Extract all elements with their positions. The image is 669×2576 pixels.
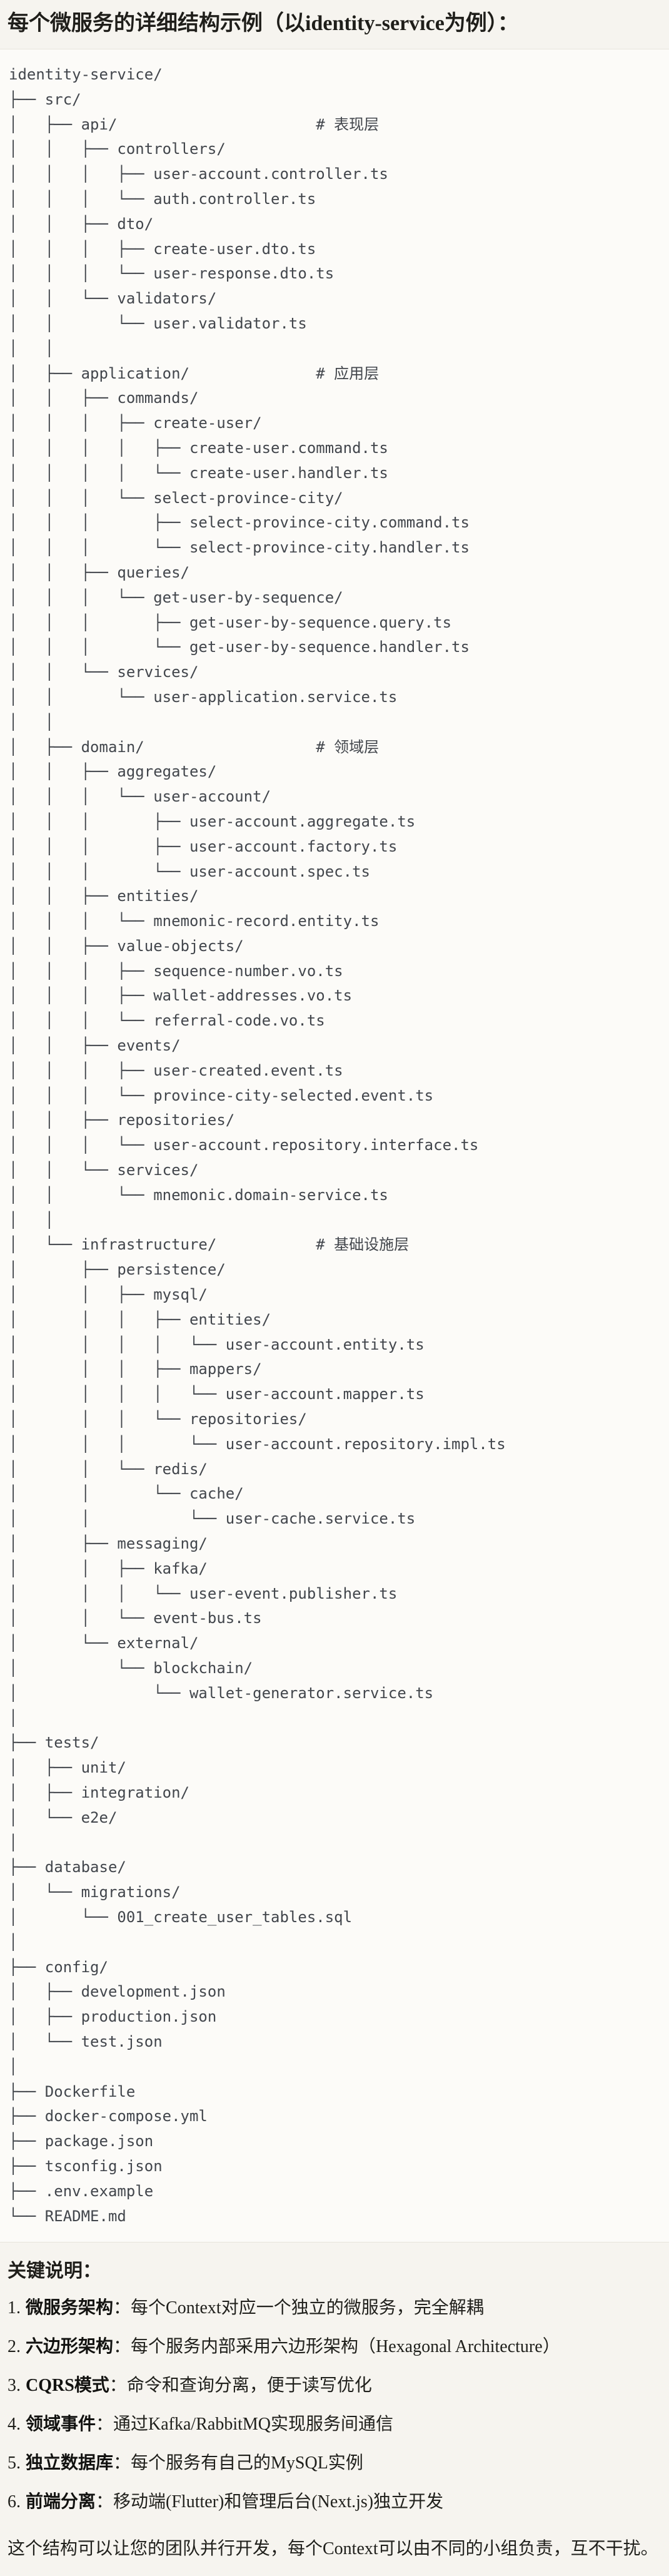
note-colon: ： [109,2376,127,2396]
note-text: 每个Context对应一个独立的微服务，完全解耦 [131,2298,484,2318]
note-colon: ： [113,2337,131,2357]
note-colon: ： [113,2453,131,2473]
note-term: 领域事件 [26,2415,96,2435]
note-item-1: 1.微服务架构：每个Context对应一个独立的微服务，完全解耦 [8,2296,661,2320]
note-item-2: 2.六边形架构：每个服务内部采用六边形架构（Hexagonal Architec… [8,2335,661,2359]
note-number: 4. [8,2415,21,2435]
note-number: 2. [8,2337,21,2357]
note-text: 每个服务内部采用六边形架构（Hexagonal Architecture） [131,2337,560,2357]
note-item-6: 6.前端分离：移动端(Flutter)和管理后台(Next.js)独立开发 [8,2490,661,2514]
note-number: 6. [8,2492,21,2512]
note-term: 六边形架构 [26,2337,114,2357]
note-term: CQRS模式 [26,2376,109,2396]
key-notes-section: 关键说明： 1.微服务架构：每个Context对应一个独立的微服务，完全解耦 2… [0,2259,669,2562]
note-text: 移动端(Flutter)和管理后台(Next.js)独立开发 [113,2492,444,2512]
note-colon: ： [96,2415,114,2435]
closing-paragraph: 这个结构可以让您的团队并行开发，每个Context可以由不同的小组负责，互不干扰… [8,2539,658,2559]
page-title: 每个微服务的详细结构示例（以identity-service为例）： [8,12,519,35]
note-colon: ： [96,2492,114,2512]
note-number: 5. [8,2453,21,2473]
note-item-4: 4.领域事件：通过Kafka/RabbitMQ实现服务间通信 [8,2413,661,2436]
note-number: 1. [8,2298,21,2318]
note-item-5: 5.独立数据库：每个服务有自己的MySQL实例 [8,2451,661,2475]
note-term: 前端分离 [26,2492,96,2512]
note-colon: ： [113,2298,131,2318]
note-number: 3. [8,2376,21,2396]
note-term: 独立数据库 [26,2453,114,2473]
note-text: 每个服务有自己的MySQL实例 [131,2453,363,2473]
file-tree-code-block: identity-service/ ├── src/ │ ├── api/ # … [0,49,669,2243]
note-item-3: 3.CQRS模式：命令和查询分离，便于读写优化 [8,2374,661,2398]
notes-heading: 关键说明： [8,2261,101,2282]
note-term: 微服务架构 [26,2298,114,2318]
note-text: 命令和查询分离，便于读写优化 [126,2376,372,2396]
note-text: 通过Kafka/RabbitMQ实现服务间通信 [113,2415,393,2435]
